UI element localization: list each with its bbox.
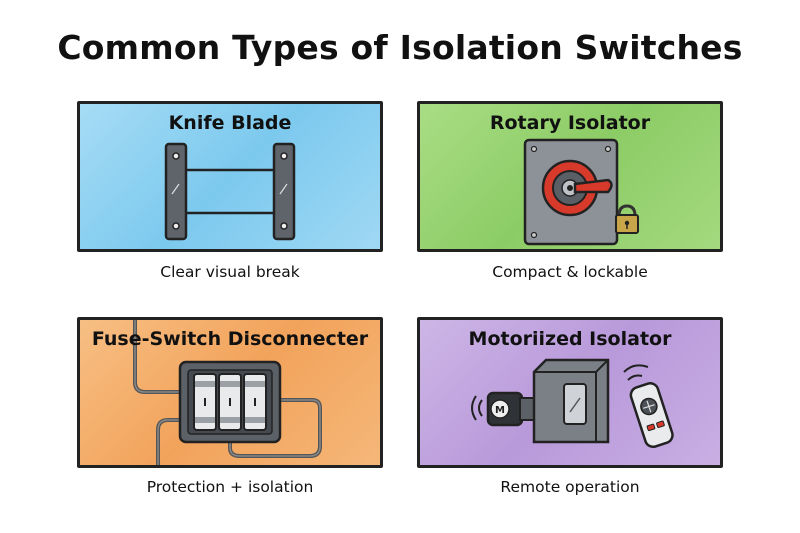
card-title-rotary-isolator: Rotary Isolator [489, 112, 651, 134]
card-title-fuse-switch: Fuse-Switch Disconnecter [91, 328, 369, 350]
caption-fuse-switch: Protection + isolation [146, 478, 314, 496]
card-rotary-isolator: Rotary Isolator [417, 101, 723, 252]
fuse-switch-icon [133, 320, 322, 465]
card-title-motorized-isolator: Motoriized Isolator [468, 328, 672, 350]
caption-rotary-isolator: Compact & lockable [492, 263, 648, 281]
rotary-isolator-icon [523, 138, 639, 246]
card-fuse-switch: Fuse-Switch Disconnecter [77, 317, 383, 468]
page-title: Common Types of Isolation Switches [57, 28, 743, 67]
caption-knife-blade: Clear visual break [160, 263, 300, 281]
card-knife-blade: Knife Blade [77, 101, 383, 252]
knife-blade-switch-icon [164, 142, 296, 241]
motor-label: M [495, 405, 505, 416]
caption-motorized-isolator: Remote operation [500, 478, 640, 496]
card-title-knife-blade: Knife Blade [168, 112, 292, 134]
motorized-isolator-icon: M [471, 358, 674, 449]
card-motorized-isolator: Motoriized Isolator M [417, 317, 723, 468]
